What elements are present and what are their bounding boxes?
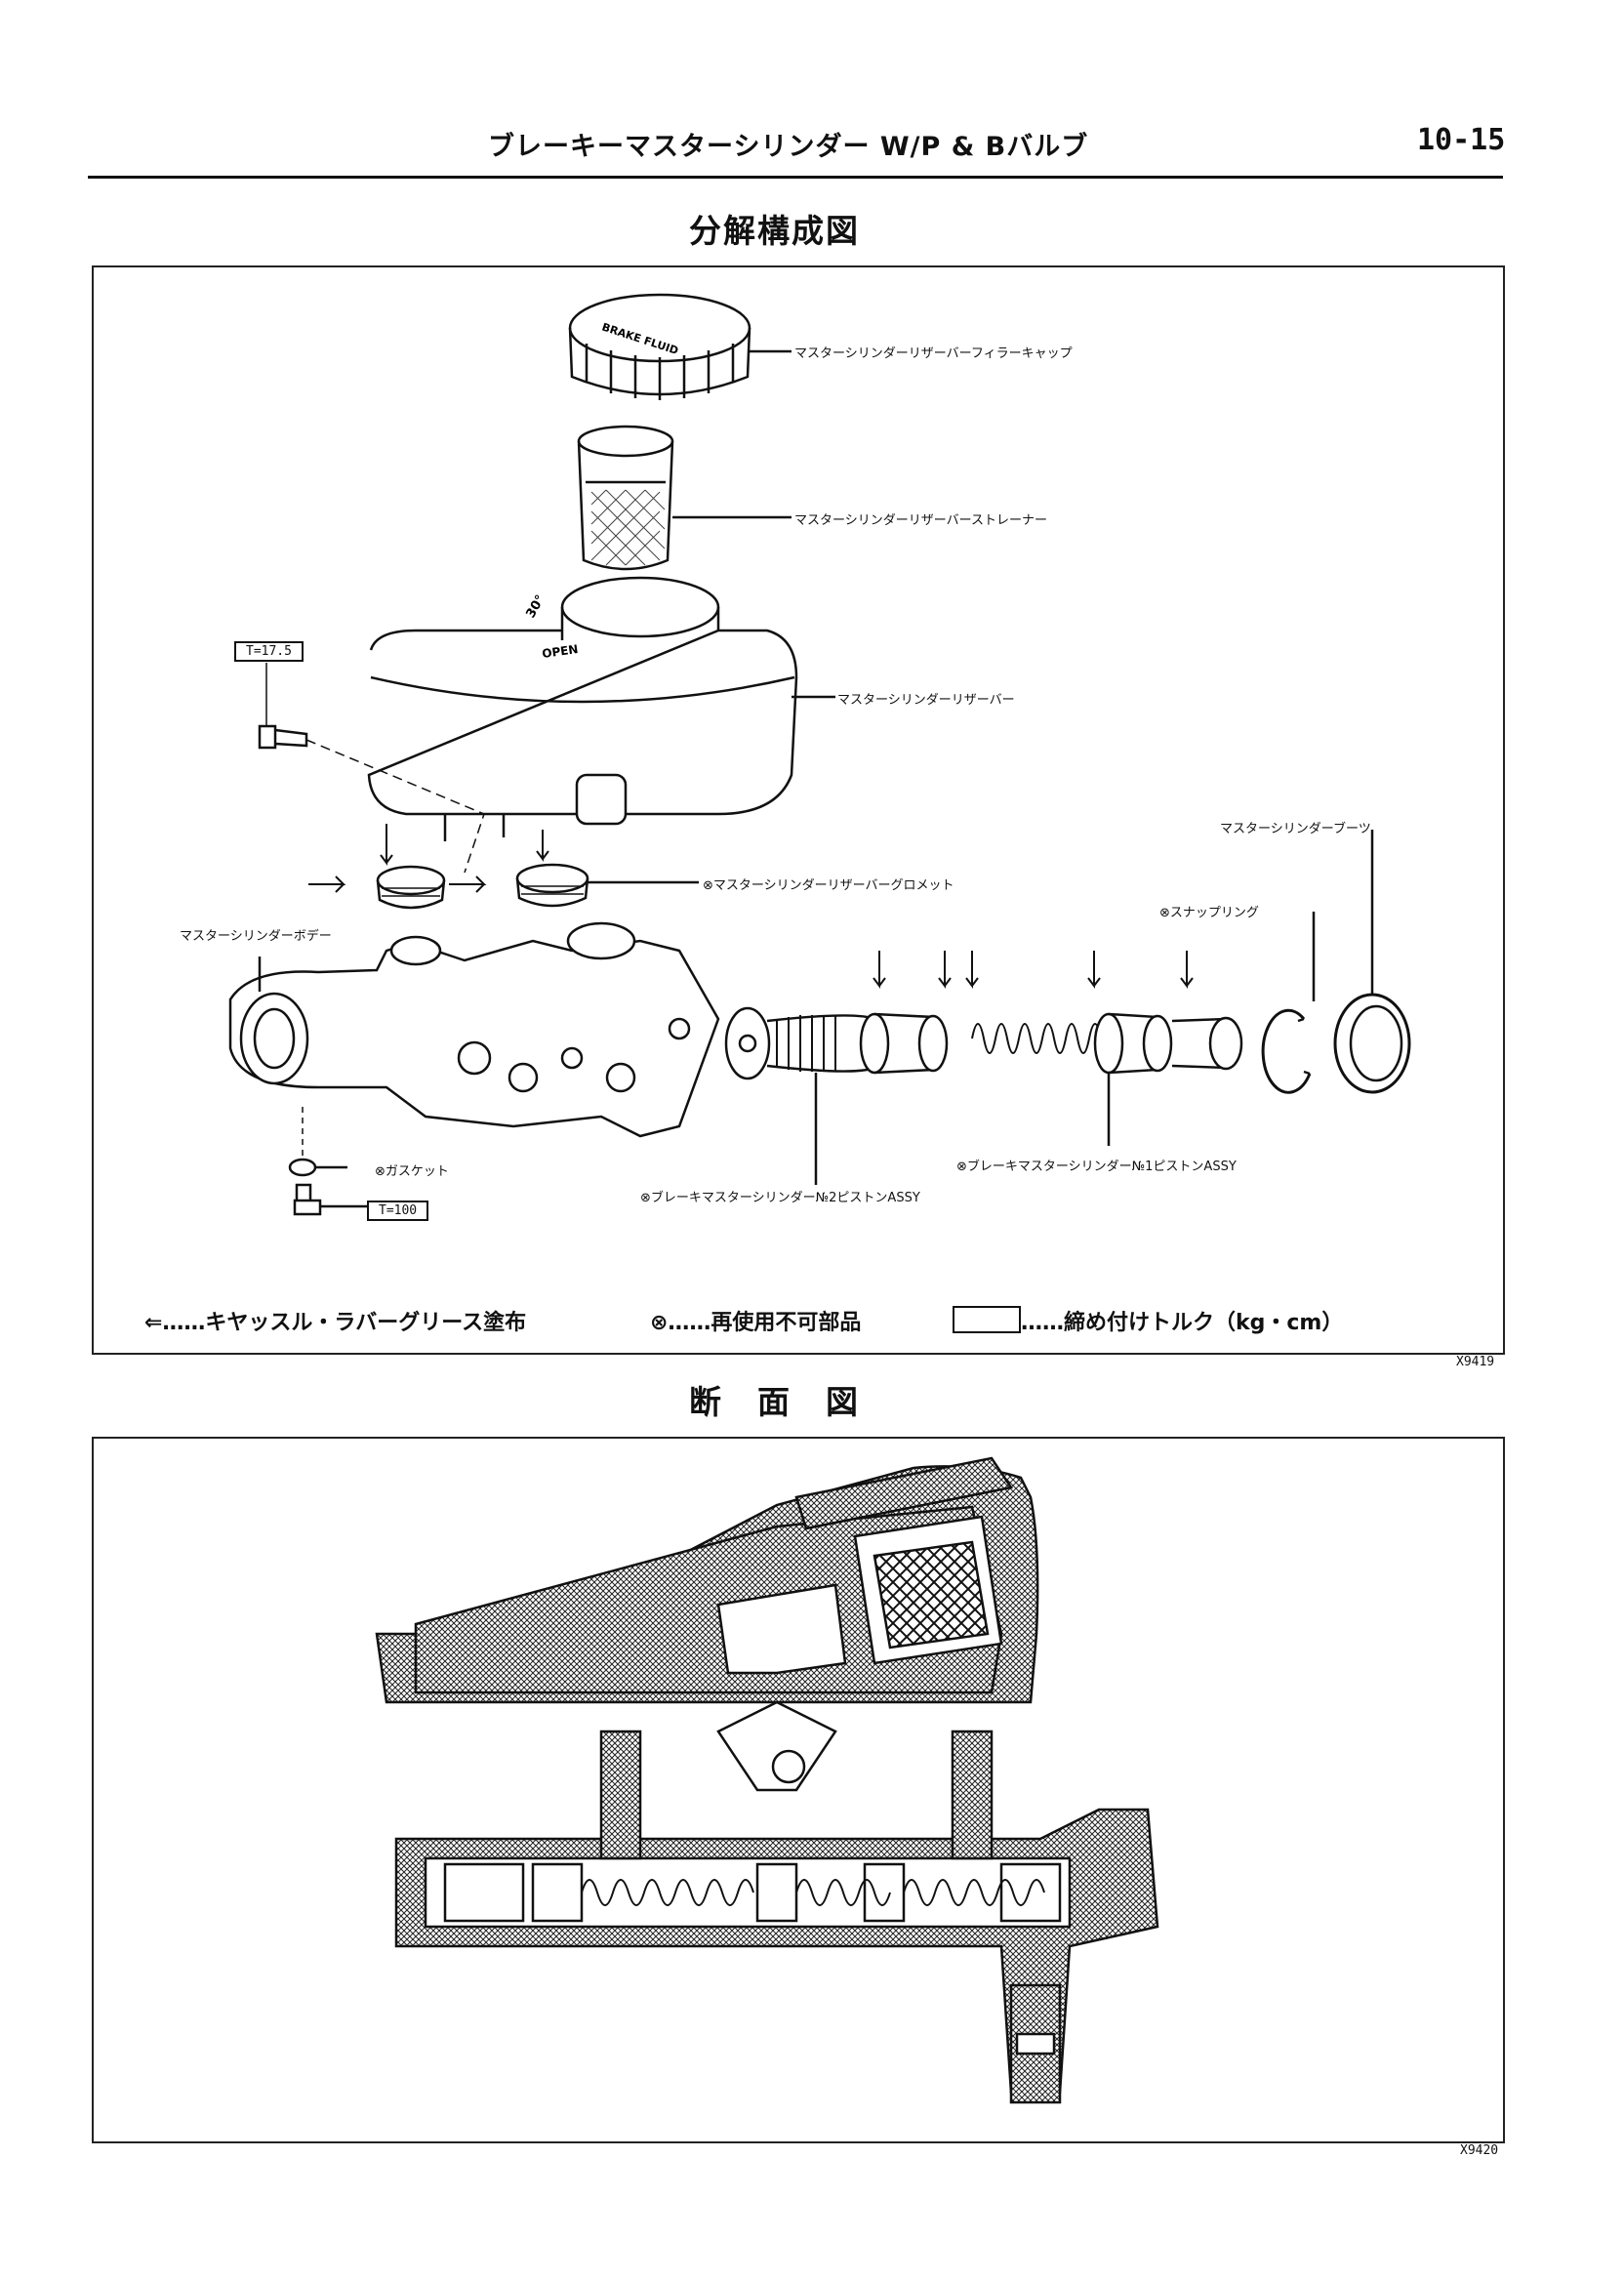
section-view-drawing: [375, 1456, 1159, 2104]
header-rule: [88, 176, 1503, 179]
exploded-view-frame: [92, 265, 1505, 1355]
strainer-drawing: [577, 425, 792, 571]
label-filler-cap: マスターシリンダーリザーバーフィラーキャップ: [794, 346, 1073, 361]
legend-nonreuse: ⊗……再使用不可部品: [650, 1311, 862, 1335]
grommet-left-drawing: [308, 824, 446, 910]
label-gasket: ⊗ガスケット: [375, 1164, 449, 1179]
reservoir-drawing: [367, 576, 835, 841]
gasket-bolt-drawing: [288, 1107, 367, 1216]
section-view-frame: [92, 1437, 1505, 2143]
legend-grease: ⇐……キヤッスル・ラバーグリース塗布: [144, 1311, 527, 1335]
label-body: マスターシリンダーボデー: [180, 929, 332, 944]
bolt-top-drawing: [258, 663, 485, 874]
label-boot: マスターシリンダーブーツ: [1220, 822, 1371, 836]
label-reservoir: マスターシリンダーリザーバー: [837, 693, 1015, 708]
exploded-view-title: 分解構成図: [689, 212, 860, 250]
torque-box-bottom: T=100: [367, 1201, 429, 1221]
torque-box-top: T=17.5: [234, 641, 304, 662]
piston-no2-drawing: [724, 951, 979, 1185]
label-piston-no1: ⊗ブレーキマスターシリンダー№1ピストンASSY: [956, 1160, 1237, 1174]
snap-ring-drawing: [1261, 912, 1316, 1094]
legend-torque-box: [953, 1306, 1021, 1333]
grommet-right-drawing: [449, 830, 699, 908]
page-number: 10-15: [1417, 123, 1506, 157]
reservoir-open-mark: OPEN: [541, 642, 579, 661]
page-header-title: ブレーキーマスターシリンダー W/P & Bバルブ: [488, 132, 1089, 162]
exploded-view-drawing: BRAKE FLUID 30° OPEN: [228, 293, 1411, 1216]
cylinder-body-drawing: [228, 921, 720, 1138]
filler-cap-drawing: [568, 293, 792, 400]
label-strainer: マスターシリンダーリザーバーストレーナー: [794, 513, 1047, 528]
label-piston-no2: ⊗ブレーキマスターシリンダー№2ピストンASSY: [640, 1191, 920, 1205]
figure-id-section: X9420: [1460, 2143, 1499, 2158]
section-view-title: 断 面 図: [689, 1383, 860, 1421]
boot-drawing: [1333, 830, 1411, 1094]
label-grommet: ⊗マスターシリンダーリザーバーグロメット: [703, 878, 954, 893]
legend-torque: ……締め付けトルク（kg・cm）: [1021, 1311, 1344, 1335]
reservoir-angle-mark: 30°: [523, 592, 548, 621]
figure-id-exploded: X9419: [1456, 1355, 1495, 1369]
label-snap-ring: ⊗スナップリング: [1159, 906, 1259, 920]
piston-no1-drawing: [971, 951, 1243, 1146]
